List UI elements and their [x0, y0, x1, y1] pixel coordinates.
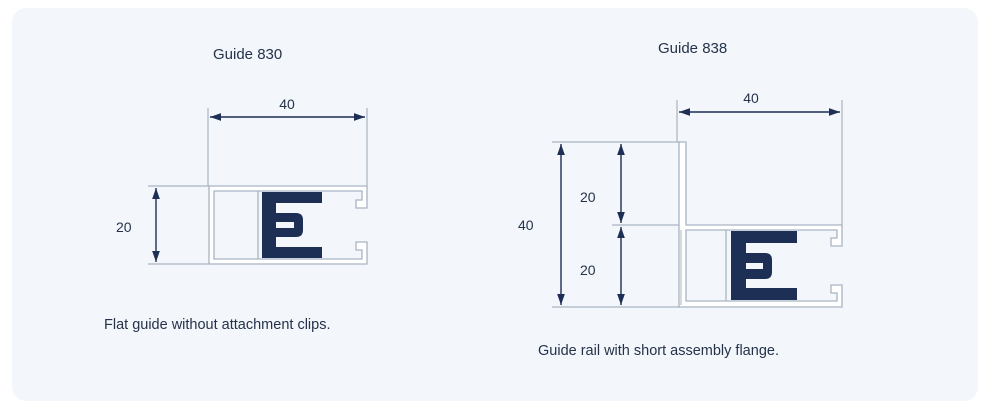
guide-838-title: Guide 838 [658, 40, 728, 57]
guide-830-width-label: 40 [279, 96, 295, 112]
guide-830-clip-insert [262, 192, 322, 258]
guide-838-profile-outline [678, 141, 843, 308]
guide-838-width-label: 40 [743, 90, 759, 106]
guide-838-lower-height-label: 20 [580, 262, 596, 278]
guide-838-total-height-label: 40 [518, 217, 534, 233]
guide-838-clip-insert [731, 231, 797, 300]
guide-830-height-label: 20 [116, 219, 132, 235]
guide-830-title: Guide 830 [213, 46, 283, 63]
guide-838-drawing [552, 100, 843, 308]
guide-838-upper-height-label: 20 [580, 189, 596, 205]
guide-830-caption: Flat guide without attachment clips. [104, 317, 331, 333]
guide-830-profile-outline [208, 185, 368, 265]
guide-838-caption: Guide rail with short assembly flange. [538, 343, 779, 359]
guide-830-drawing [148, 108, 368, 265]
diagram-panel [12, 8, 978, 401]
